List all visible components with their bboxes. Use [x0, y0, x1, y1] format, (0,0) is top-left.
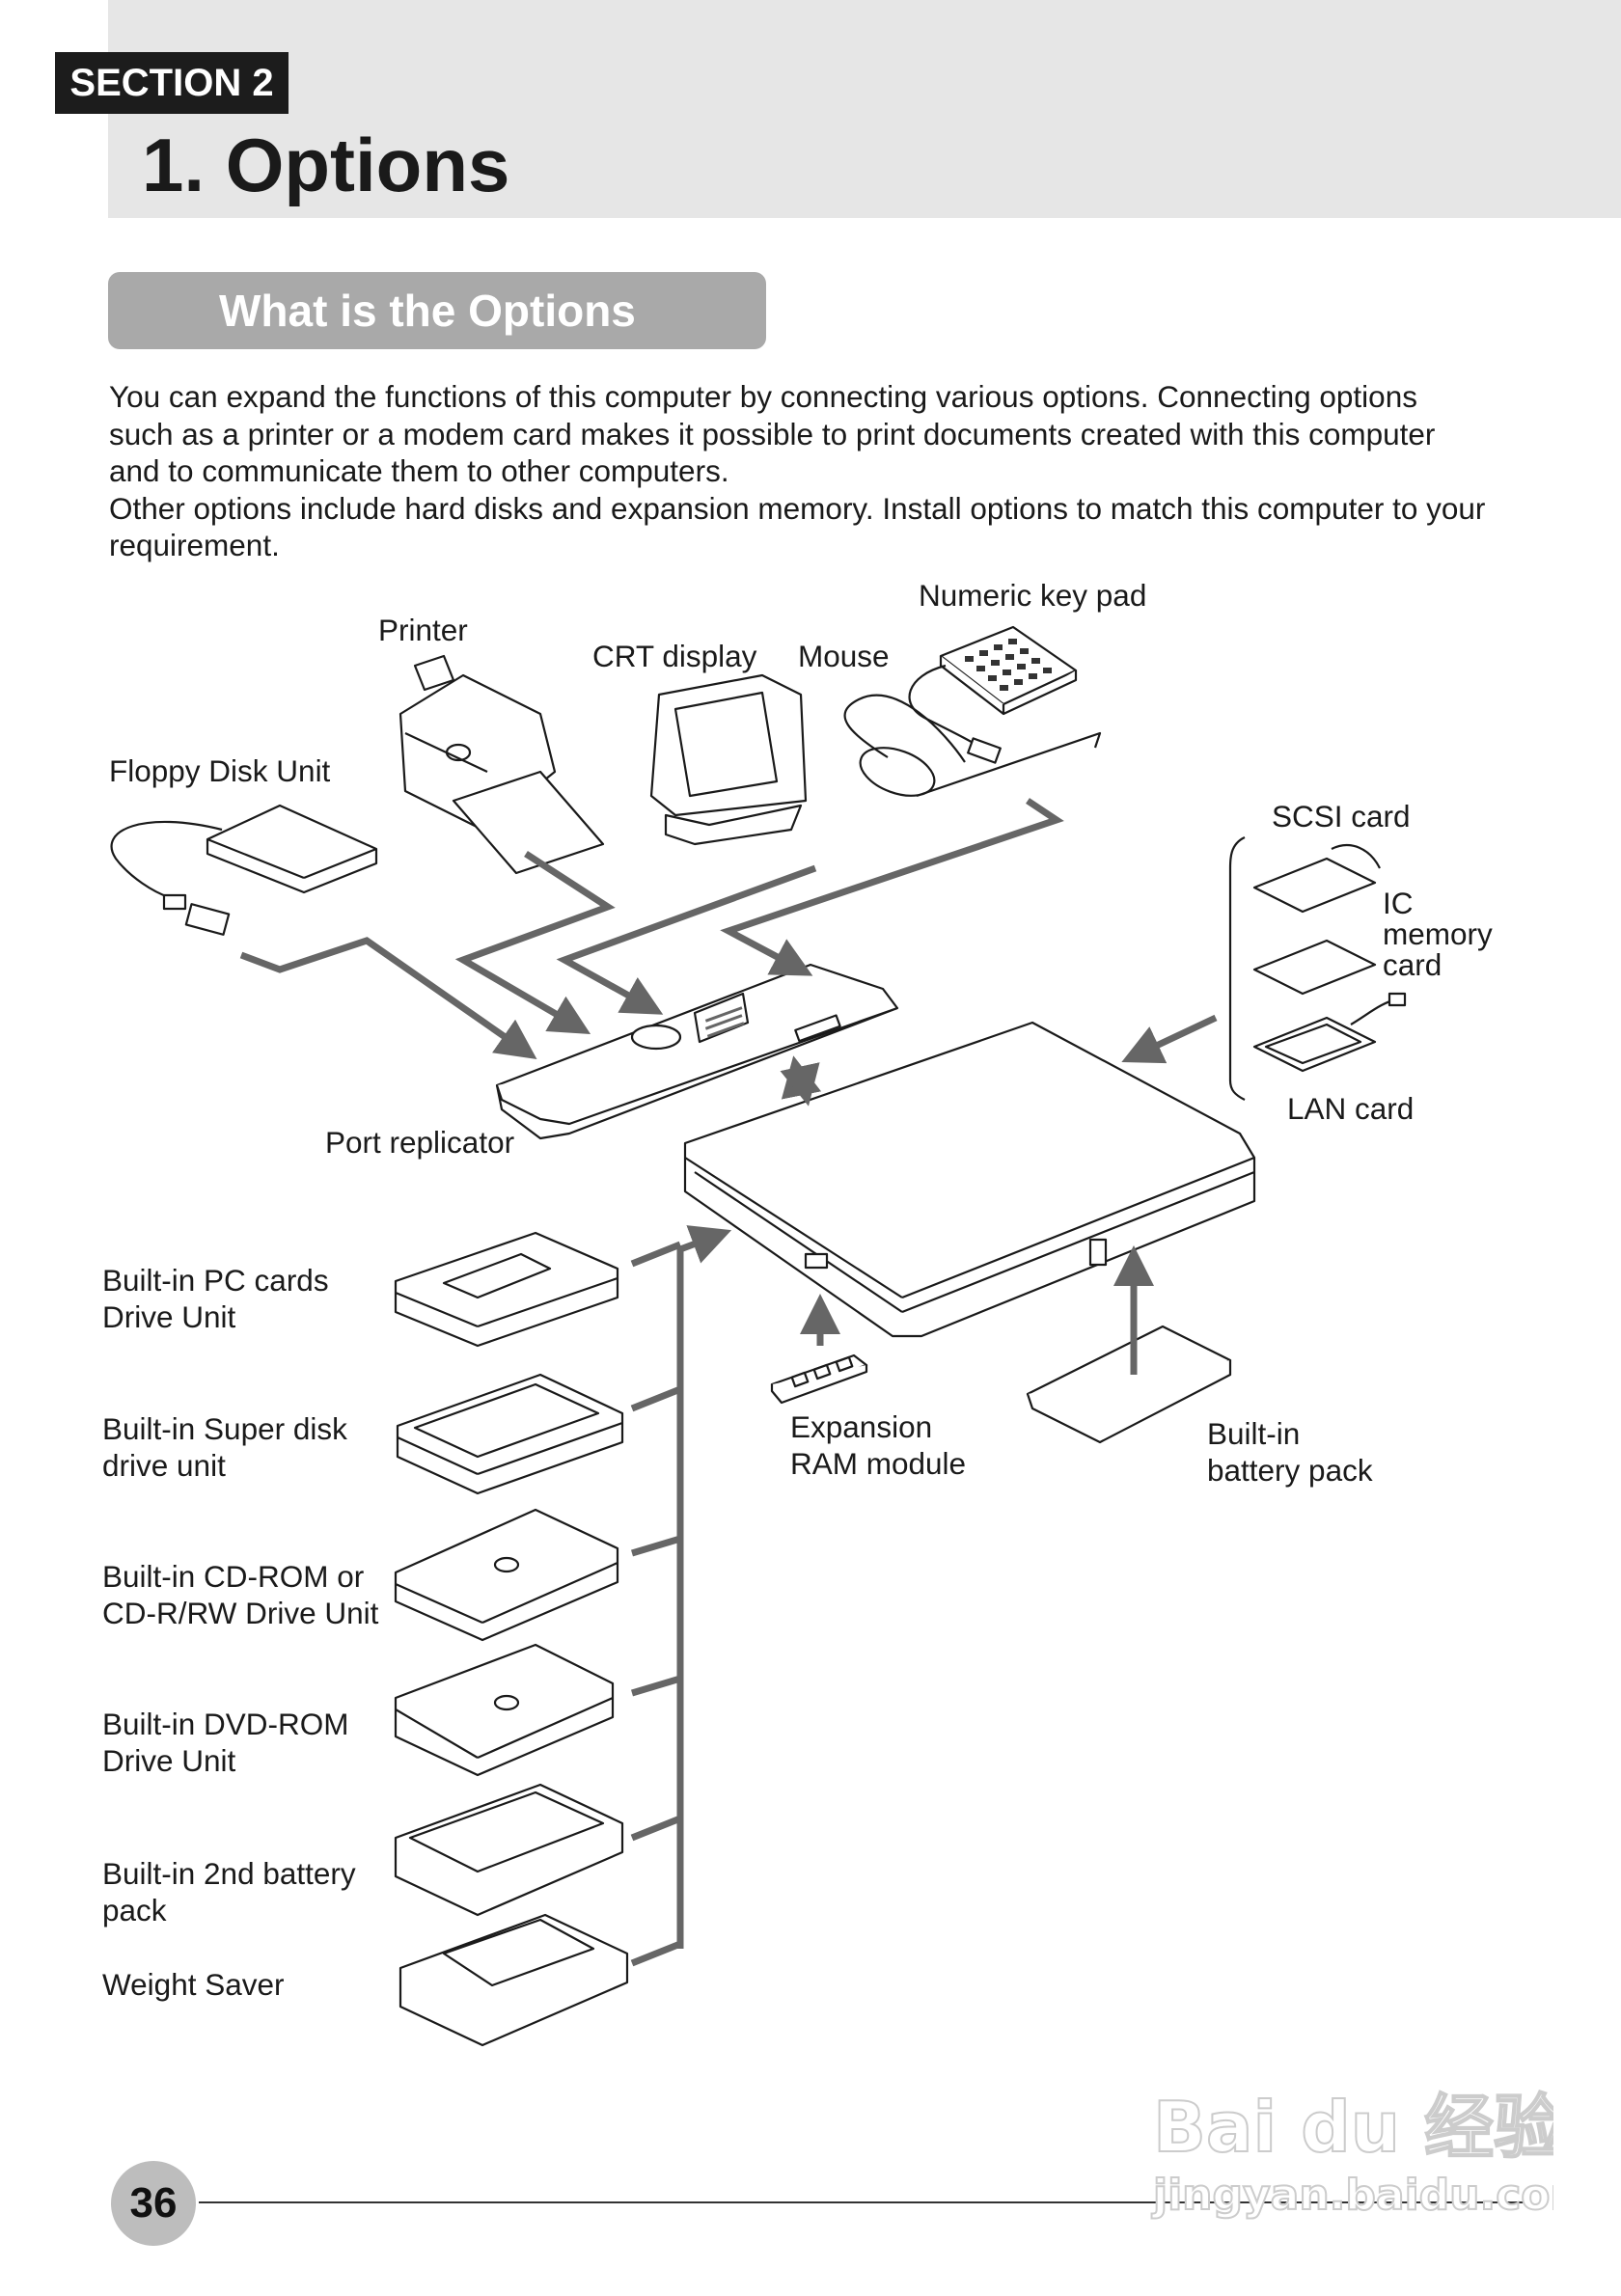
numeric-key-pad-label: Numeric key pad — [919, 578, 1147, 613]
page-title: 1. Options — [142, 123, 510, 207]
watermark-url: jingyan.baidu.com — [1151, 2171, 1553, 2220]
expansion-ram-label: Expansion RAM module — [790, 1409, 967, 1481]
options-diagram — [110, 625, 1407, 2047]
port-replicator-illustration — [495, 963, 899, 1140]
intro-text: You can expand the functions of this com… — [109, 378, 1489, 564]
dvdrom-drive-label: Built-in DVD-ROM Drive Unit — [102, 1707, 349, 1778]
footer-rule — [199, 2201, 1530, 2203]
subheading: What is the Options — [108, 272, 766, 349]
intro-paragraph-2: Other options include hard disks and exp… — [109, 490, 1486, 563]
mouse-illustration — [843, 694, 966, 797]
mouse-label: Mouse — [798, 639, 890, 673]
header-band — [108, 0, 1621, 218]
intro-paragraph-1: You can expand the functions of this com… — [109, 379, 1436, 488]
crt-display-label: CRT display — [592, 639, 757, 673]
watermark-brand: Bai du 经验 — [1153, 2087, 1553, 2168]
battery-pack-illustration — [1026, 1325, 1232, 1444]
port-replicator-label: Port replicator — [325, 1125, 515, 1160]
battery-pack-label: Built-in battery pack — [1207, 1416, 1373, 1488]
printer-label: Printer — [378, 613, 468, 647]
pc-cards-drive-illustration — [394, 1231, 619, 1348]
second-battery-illustration — [394, 1783, 624, 1917]
lan-card-label: LAN card — [1287, 1091, 1415, 1126]
printer-illustration — [398, 654, 605, 875]
section-label: SECTION 2 — [55, 52, 288, 114]
cdrom-drive-label: Built-in CD-ROM or CD-R/RW Drive Unit — [102, 1559, 379, 1630]
floppy-disk-unit-label: Floppy Disk Unit — [109, 753, 331, 788]
cdrom-drive-illustration — [394, 1508, 619, 1642]
expansion-cards-illustration — [1228, 836, 1407, 1101]
weight-saver-label: Weight Saver — [102, 1967, 285, 2002]
expansion-ram-illustration — [770, 1353, 868, 1405]
pc-cards-drive-label: Built-in PC cards Drive Unit — [102, 1263, 329, 1334]
dvdrom-drive-illustration — [394, 1643, 615, 1777]
ic-memory-card-label: IC memory card — [1383, 886, 1493, 982]
super-disk-drive-illustration — [396, 1373, 624, 1495]
super-disk-drive-label: Built-in Super disk drive unit — [102, 1411, 347, 1483]
laptop-illustration — [683, 1021, 1256, 1338]
baidu-watermark: Bai du 经验 jingyan.baidu.com — [1150, 2086, 1553, 2221]
floppy-disk-unit-illustration — [110, 804, 378, 936]
scsi-card-label: SCSI card — [1272, 799, 1411, 834]
crt-display-illustration — [649, 673, 808, 846]
page-number: 36 — [111, 2161, 196, 2246]
second-battery-label: Built-in 2nd battery pack — [102, 1856, 356, 1927]
numeric-keypad-illustration — [908, 625, 1102, 798]
weight-saver-illustration — [398, 1913, 629, 2047]
